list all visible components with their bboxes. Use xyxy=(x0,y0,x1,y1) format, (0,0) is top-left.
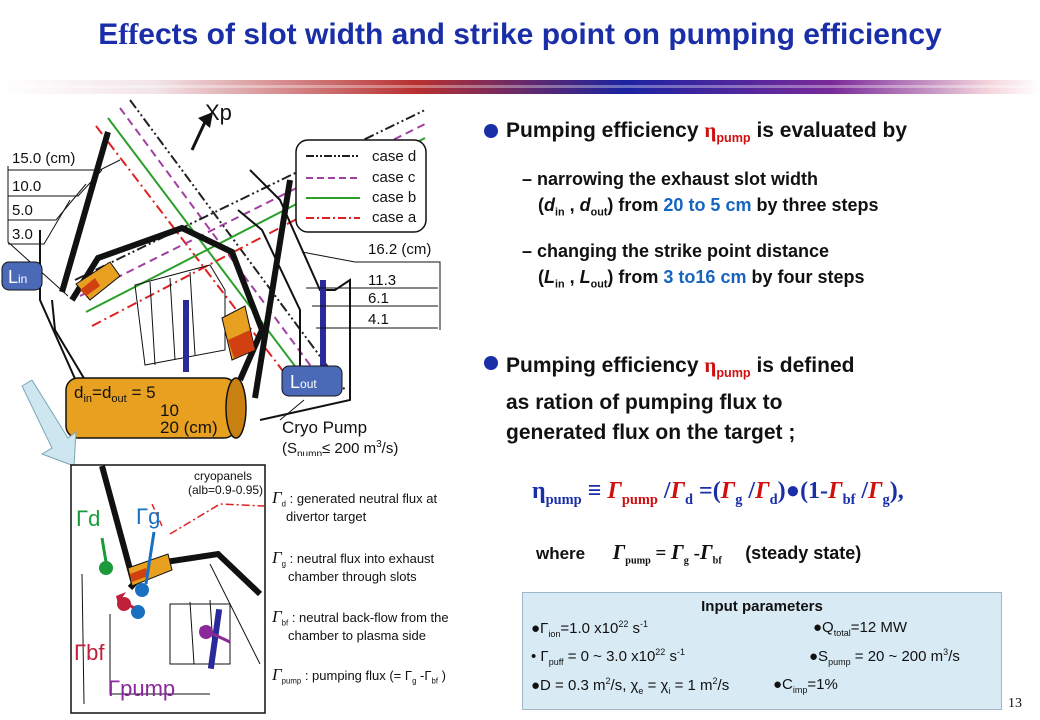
svg-text:din=dout = 5: din=dout = 5 xyxy=(74,383,156,405)
input-parameters-header: Input parameters xyxy=(701,598,823,615)
legend-gamma-bf: Γbf : neutral back-flow from the chamber… xyxy=(272,607,449,643)
legend-case-a: case a xyxy=(372,209,417,226)
width-label-5: 5.0 xyxy=(12,202,33,219)
param-s-pump: ●Spump = 20 ~ 200 m3/s xyxy=(809,647,960,667)
param-diffusion: ●D = 0.3 m2/s, χe = χi = 1 m2/s xyxy=(531,676,730,696)
svg-text:Lin: Lin xyxy=(8,267,27,287)
strike-label-113: 11.3 xyxy=(368,272,396,289)
cryo-pump-bar-right xyxy=(320,280,326,368)
param-gamma-ion: ●Γion=1.0 x1022 s-1 xyxy=(531,619,649,639)
page-title: Effects of slot width and strike point o… xyxy=(98,18,942,51)
xp-arrow: Xp xyxy=(190,100,232,151)
slot-width-20: 20 (cm) xyxy=(160,418,218,437)
title-divider xyxy=(0,80,1040,94)
strike-label-61: 6.1 xyxy=(368,290,389,307)
cryo-pump-text: Cryo Pump xyxy=(282,418,367,437)
width-label-3: 3.0 xyxy=(12,226,33,243)
target-plates xyxy=(75,261,256,361)
efficiency-equation: ηpump ≡ Γpump /Γd =(Γg /Γd)●(1-Γbf /Γg), xyxy=(532,478,904,508)
svg-text:Lout: Lout xyxy=(290,372,317,392)
strike-point-labels: 16.2 (cm) 11.3 6.1 4.1 xyxy=(301,241,441,330)
gamma-d-label: Γd xyxy=(76,506,100,531)
param-c-imp: ●Cimp=1% xyxy=(773,676,838,695)
sub-item-slot-width: – narrowing the exhaust slot width (din … xyxy=(522,169,879,219)
cryo-pump-label: Cryo Pump (Spump≤ 200 m3/s) xyxy=(279,399,398,456)
bullet-defined: Pumping efficiency ηpump is defined as r… xyxy=(506,353,855,445)
case-legend: case d case c case b case a xyxy=(295,139,427,233)
input-parameters-box: Input parameters ●Γion=1.0 x1022 s-1 ●Qt… xyxy=(522,592,1002,710)
flux-zoom-diagram: Γd Γg Γbf Γpump cryopanels (alb=0.9-0.95… xyxy=(70,464,266,714)
albedo-label: (alb=0.9-0.95) xyxy=(188,483,263,497)
legend-case-d: case d xyxy=(372,148,416,165)
legend-gamma-d: Γd : generated neutral flux at divertor … xyxy=(272,488,438,524)
sub-item-strike-point: – changing the strike point distance (Li… xyxy=(522,241,865,291)
slot-width-cylinder: din=dout = 5 10 20 (cm) xyxy=(65,377,247,439)
slot-width-10: 10 xyxy=(160,401,179,420)
l-in-box: Lin xyxy=(1,261,43,291)
slot-width-labels: 15.0 (cm) 10.0 5.0 3.0 xyxy=(7,150,121,297)
where-clause: where Γpump = Γg -Γbf (steady state) xyxy=(536,540,862,567)
divertor-walls xyxy=(39,131,351,421)
zoom-arrow-icon xyxy=(21,380,77,467)
width-label-10: 10.0 xyxy=(12,178,41,195)
gamma-bf-label: Γbf xyxy=(74,640,105,665)
width-label-15: 15.0 (cm) xyxy=(12,150,75,167)
gamma-g-label: Γg xyxy=(136,504,160,529)
cryo-pump-bar-left xyxy=(183,300,189,372)
legend-gamma-g: Γg : neutral flux into exhaust chamber t… xyxy=(272,548,435,584)
page-number: 13 xyxy=(1008,696,1022,711)
legend-case-b: case b xyxy=(372,189,416,206)
gamma-pump-label: Γpump xyxy=(108,676,175,701)
l-out-box: Lout xyxy=(281,365,343,397)
bullet-dot-2 xyxy=(484,356,498,370)
strike-label-41: 4.1 xyxy=(368,311,389,328)
cryopanels-label: cryopanels xyxy=(194,469,252,483)
svg-text:(Spump≤ 200 m3/s): (Spump≤ 200 m3/s) xyxy=(282,439,398,456)
legend-case-c: case c xyxy=(372,169,416,186)
xp-label: Xp xyxy=(205,100,232,125)
divertor-geometry-diagram: Xp 15.0 (cm) 10.0 5.0 3.0 Lin case d cas… xyxy=(1,99,441,456)
legend-gamma-pump: Γpump : pumping flux (= Γg -Γbf ) xyxy=(272,665,446,686)
param-gamma-puff: • Γpuff = 0 ~ 3.0 x1022 s-1 xyxy=(531,647,685,667)
param-q-total: ●Qtotal=12 MW xyxy=(813,619,908,638)
bullet-evaluated: Pumping efficiency ηpump is evaluated by xyxy=(506,118,908,146)
strike-label-162: 16.2 (cm) xyxy=(368,241,431,258)
bullet-dot-1 xyxy=(484,124,498,138)
